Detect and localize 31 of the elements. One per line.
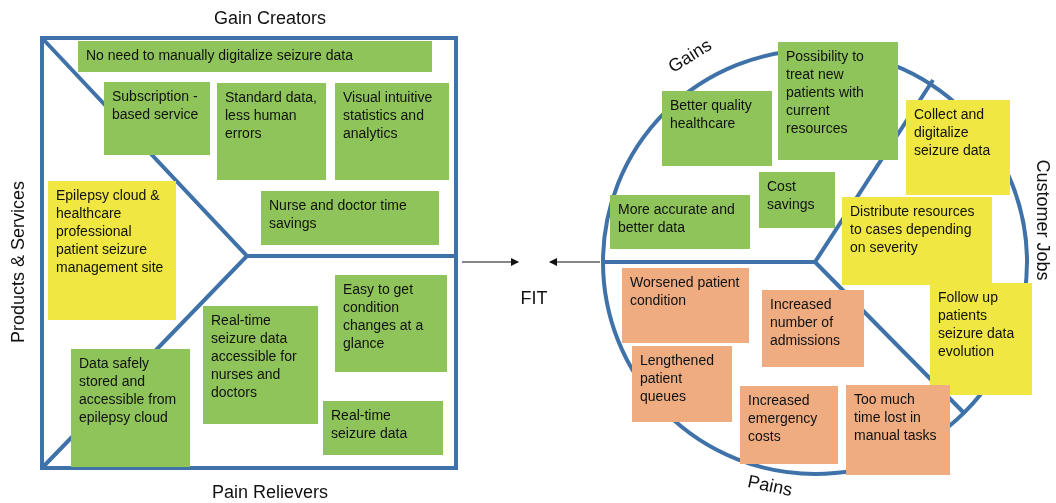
sticky-note: Cost savings <box>759 172 835 228</box>
section-heading: Customer Jobs <box>1031 159 1053 281</box>
sticky-note: Distribute resources to cases depending on severity <box>842 197 992 285</box>
sticky-note: Nurse and doctor time savings <box>261 191 439 245</box>
sticky-note: Lengthened patient queues <box>632 346 732 422</box>
sticky-note: Visual intuitive statistics and analytics <box>335 83 449 180</box>
arrow <box>461 258 519 266</box>
section-heading: Products & Services <box>7 180 29 344</box>
sticky-note: Epilepsy cloud & healthcare professional patient seizure management site <box>48 181 176 320</box>
sticky-note: Standard data, less human errors <box>217 83 326 180</box>
sticky-note: More accurate and better data <box>610 195 750 249</box>
sticky-note: Collect and digitalize seizure data <box>906 100 1010 195</box>
sticky-note: Better quality healthcare <box>662 91 772 166</box>
sticky-note: Subscription -based service <box>104 82 210 155</box>
section-heading: Pains <box>745 471 795 501</box>
sticky-note: Easy to get condition changes at a glance <box>335 275 447 372</box>
sticky-note: Follow up patients seizure data evolution <box>930 283 1032 395</box>
sticky-note: Data safely stored and accessible from epilepsy cloud <box>71 349 190 467</box>
arrow <box>549 258 601 266</box>
sticky-note: No need to manually digitalize seizure data <box>78 41 432 72</box>
sticky-note: Real-time seizure data accessible for nurses and doctors <box>203 306 318 424</box>
section-heading: Gain Creators <box>214 7 326 29</box>
sticky-note: Increased emergency costs <box>740 386 838 464</box>
sticky-note: Worsened patient condition <box>622 268 749 343</box>
fit-label: FIT <box>520 288 548 309</box>
sticky-note: Possibility to treat new patients with current resources <box>778 42 898 160</box>
section-heading: Gains <box>664 34 716 78</box>
section-heading: Pain Relievers <box>211 481 329 503</box>
sticky-note: Too much time lost in manual tasks <box>846 385 950 475</box>
sticky-note: Increased number of admissions <box>762 290 864 367</box>
sticky-note: Real-time seizure data <box>323 401 443 455</box>
